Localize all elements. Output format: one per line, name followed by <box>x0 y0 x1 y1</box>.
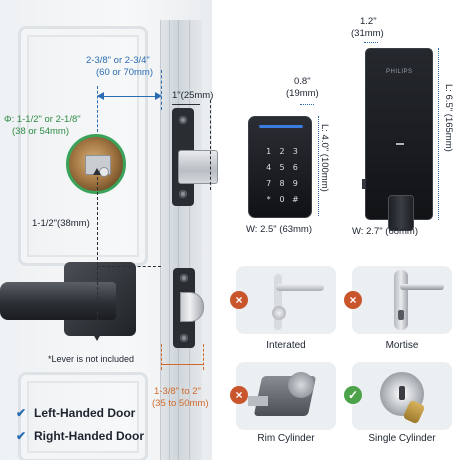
left-handed-item: ✔ Left-Handed Door <box>16 406 135 420</box>
thickness-extension-right <box>203 344 204 370</box>
compatible-icon: ✓ <box>344 386 362 404</box>
faceplate-width-label: 1"(25mm) <box>172 90 214 101</box>
keypad-light-strip <box>259 125 303 128</box>
backset-dimension-line <box>98 96 160 97</box>
door-edge <box>160 20 202 460</box>
keypad-key: 8 <box>279 178 285 188</box>
thickness-label: 1-3/8" to 2" <box>154 386 201 397</box>
keypad-height-label: L: 4.0" (100mm) <box>319 124 330 192</box>
keypad-height-line <box>318 116 319 216</box>
lock-type-label: Interated <box>266 340 306 351</box>
arrow-up-icon <box>93 168 101 175</box>
keypad-key: # <box>291 194 299 204</box>
faceplate-right-extension <box>210 100 211 190</box>
interior-height-label: L: 6.5" (165mm) <box>443 84 454 152</box>
spacing-extension-bottom <box>97 266 161 267</box>
check-icon: ✔ <box>16 429 27 443</box>
keypad-key: 7 <box>266 178 272 188</box>
keypad-depth-metric: (19mm) <box>286 88 319 99</box>
bore-metric: (38 or 54mm) <box>12 126 70 137</box>
lock-type-interated <box>236 266 336 334</box>
keypad-key: 0 <box>279 194 285 204</box>
incompatible-icon: × <box>230 386 248 404</box>
right-handed-item: ✔ Right-Handed Door <box>16 429 144 443</box>
keypad-key: * <box>266 194 271 204</box>
thumb-turn <box>388 195 414 231</box>
left-handed-label: Left-Handed Door <box>34 406 136 420</box>
bore-label: Φ: 1-1/2" or 2-1/8" <box>4 114 81 125</box>
backset-metric: (60 or 70mm) <box>96 67 154 78</box>
bore-hole <box>66 134 126 194</box>
keypad-key: 4 <box>266 162 272 172</box>
interior-width-label: W: 2.7" (68mm) <box>352 226 419 237</box>
exterior-keypad: 1 2 3 4 5 6 7 8 9 * 0 # <box>248 116 312 218</box>
lock-type-label: Single Cylinder <box>368 433 436 444</box>
lock-type-label: Rim Cylinder <box>257 433 315 444</box>
faceplate-width-line <box>172 104 200 105</box>
lever-handle <box>0 282 116 320</box>
right-handed-label: Right-Handed Door <box>34 429 144 443</box>
incompatible-icon: × <box>230 291 248 309</box>
arrow-right-icon <box>155 92 162 100</box>
keypad-key: 2 <box>279 146 285 156</box>
latch-bolt <box>180 292 204 322</box>
lock-type-mortise <box>352 266 452 334</box>
interior-depth-metric: (31mm) <box>351 28 384 39</box>
keypad-key: 3 <box>292 146 298 156</box>
keypad-key: 5 <box>279 162 285 172</box>
thickness-extension-left <box>161 344 162 370</box>
keypad-key: 9 <box>292 178 298 188</box>
keypad-grid: 1 2 3 4 5 6 7 8 9 * 0 # <box>262 143 302 207</box>
interior-indicator <box>396 143 404 145</box>
interior-assembly: PHILIPS <box>362 48 433 231</box>
keypad-key: 1 <box>266 146 272 156</box>
keypad-key: 6 <box>292 162 298 172</box>
lock-type-label: Mortise <box>385 340 419 351</box>
backset-extension-left <box>97 86 98 132</box>
incompatible-icon: × <box>344 291 362 309</box>
keypad-width-label: W: 2.5" (63mm) <box>246 224 313 235</box>
deadbolt-bolt <box>178 150 218 184</box>
interior-depth-label: 1.2" <box>360 16 377 27</box>
thickness-metric: (35 to 50mm) <box>152 398 209 409</box>
arrow-left-icon <box>97 92 104 100</box>
keypad-depth-line <box>300 104 314 105</box>
spacing-dimension-line <box>97 172 98 340</box>
arrow-down-icon <box>93 334 101 341</box>
interior-height-line <box>438 48 439 220</box>
lock-type-single-cylinder <box>352 362 452 430</box>
backset-extension-right <box>161 70 162 110</box>
keypad-depth-label: 0.8" <box>294 76 311 87</box>
check-icon: ✔ <box>16 406 27 420</box>
backset-label: 2-3/8" or 2-3/4" <box>86 55 150 66</box>
thickness-dimension-line <box>161 364 203 365</box>
interior-depth-line <box>364 42 378 43</box>
spacing-label: 1-1/2"(38mm) <box>32 218 90 229</box>
lever-note: *Lever is not included <box>48 354 135 364</box>
lock-type-rim-cylinder <box>236 362 336 430</box>
brand-logo: PHILIPS <box>386 69 413 75</box>
